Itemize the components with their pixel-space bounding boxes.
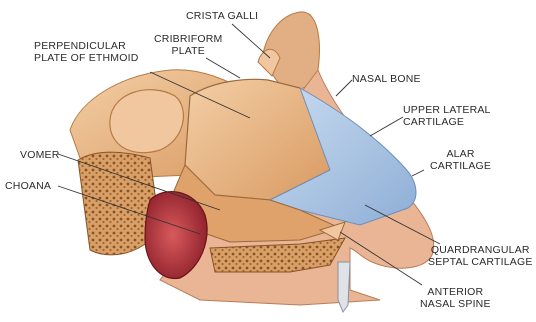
leader-nasal-bone — [336, 80, 352, 96]
label-quadrangular-septal-cartilage: QUARDRANGULAR SEPTAL CARTILAGE — [428, 244, 533, 268]
leader-alar — [412, 170, 424, 176]
label-anterior-nasal-spine: ANTERIOR NASAL SPINE — [420, 286, 491, 310]
label-vomer: VOMER — [20, 149, 60, 161]
label-nasal-bone: NASAL BONE — [352, 73, 421, 85]
label-cribriform-plate: CRIBRIFORM PLATE — [154, 33, 223, 57]
label-alar-cartilage: ALAR CARTILAGE — [430, 148, 491, 172]
incisor — [338, 262, 350, 312]
leader-upper-lateral — [370, 117, 403, 136]
label-upper-lateral-cartilage: UPPER LATERAL CARTILAGE — [403, 104, 491, 128]
label-crista-galli: CRISTA GALLI — [186, 10, 258, 22]
label-perpendicular-plate: PERPENDICULAR PLATE OF ETHMOID — [34, 40, 139, 64]
leader-crista-galli — [232, 24, 270, 58]
label-choana: CHOANA — [5, 180, 51, 192]
